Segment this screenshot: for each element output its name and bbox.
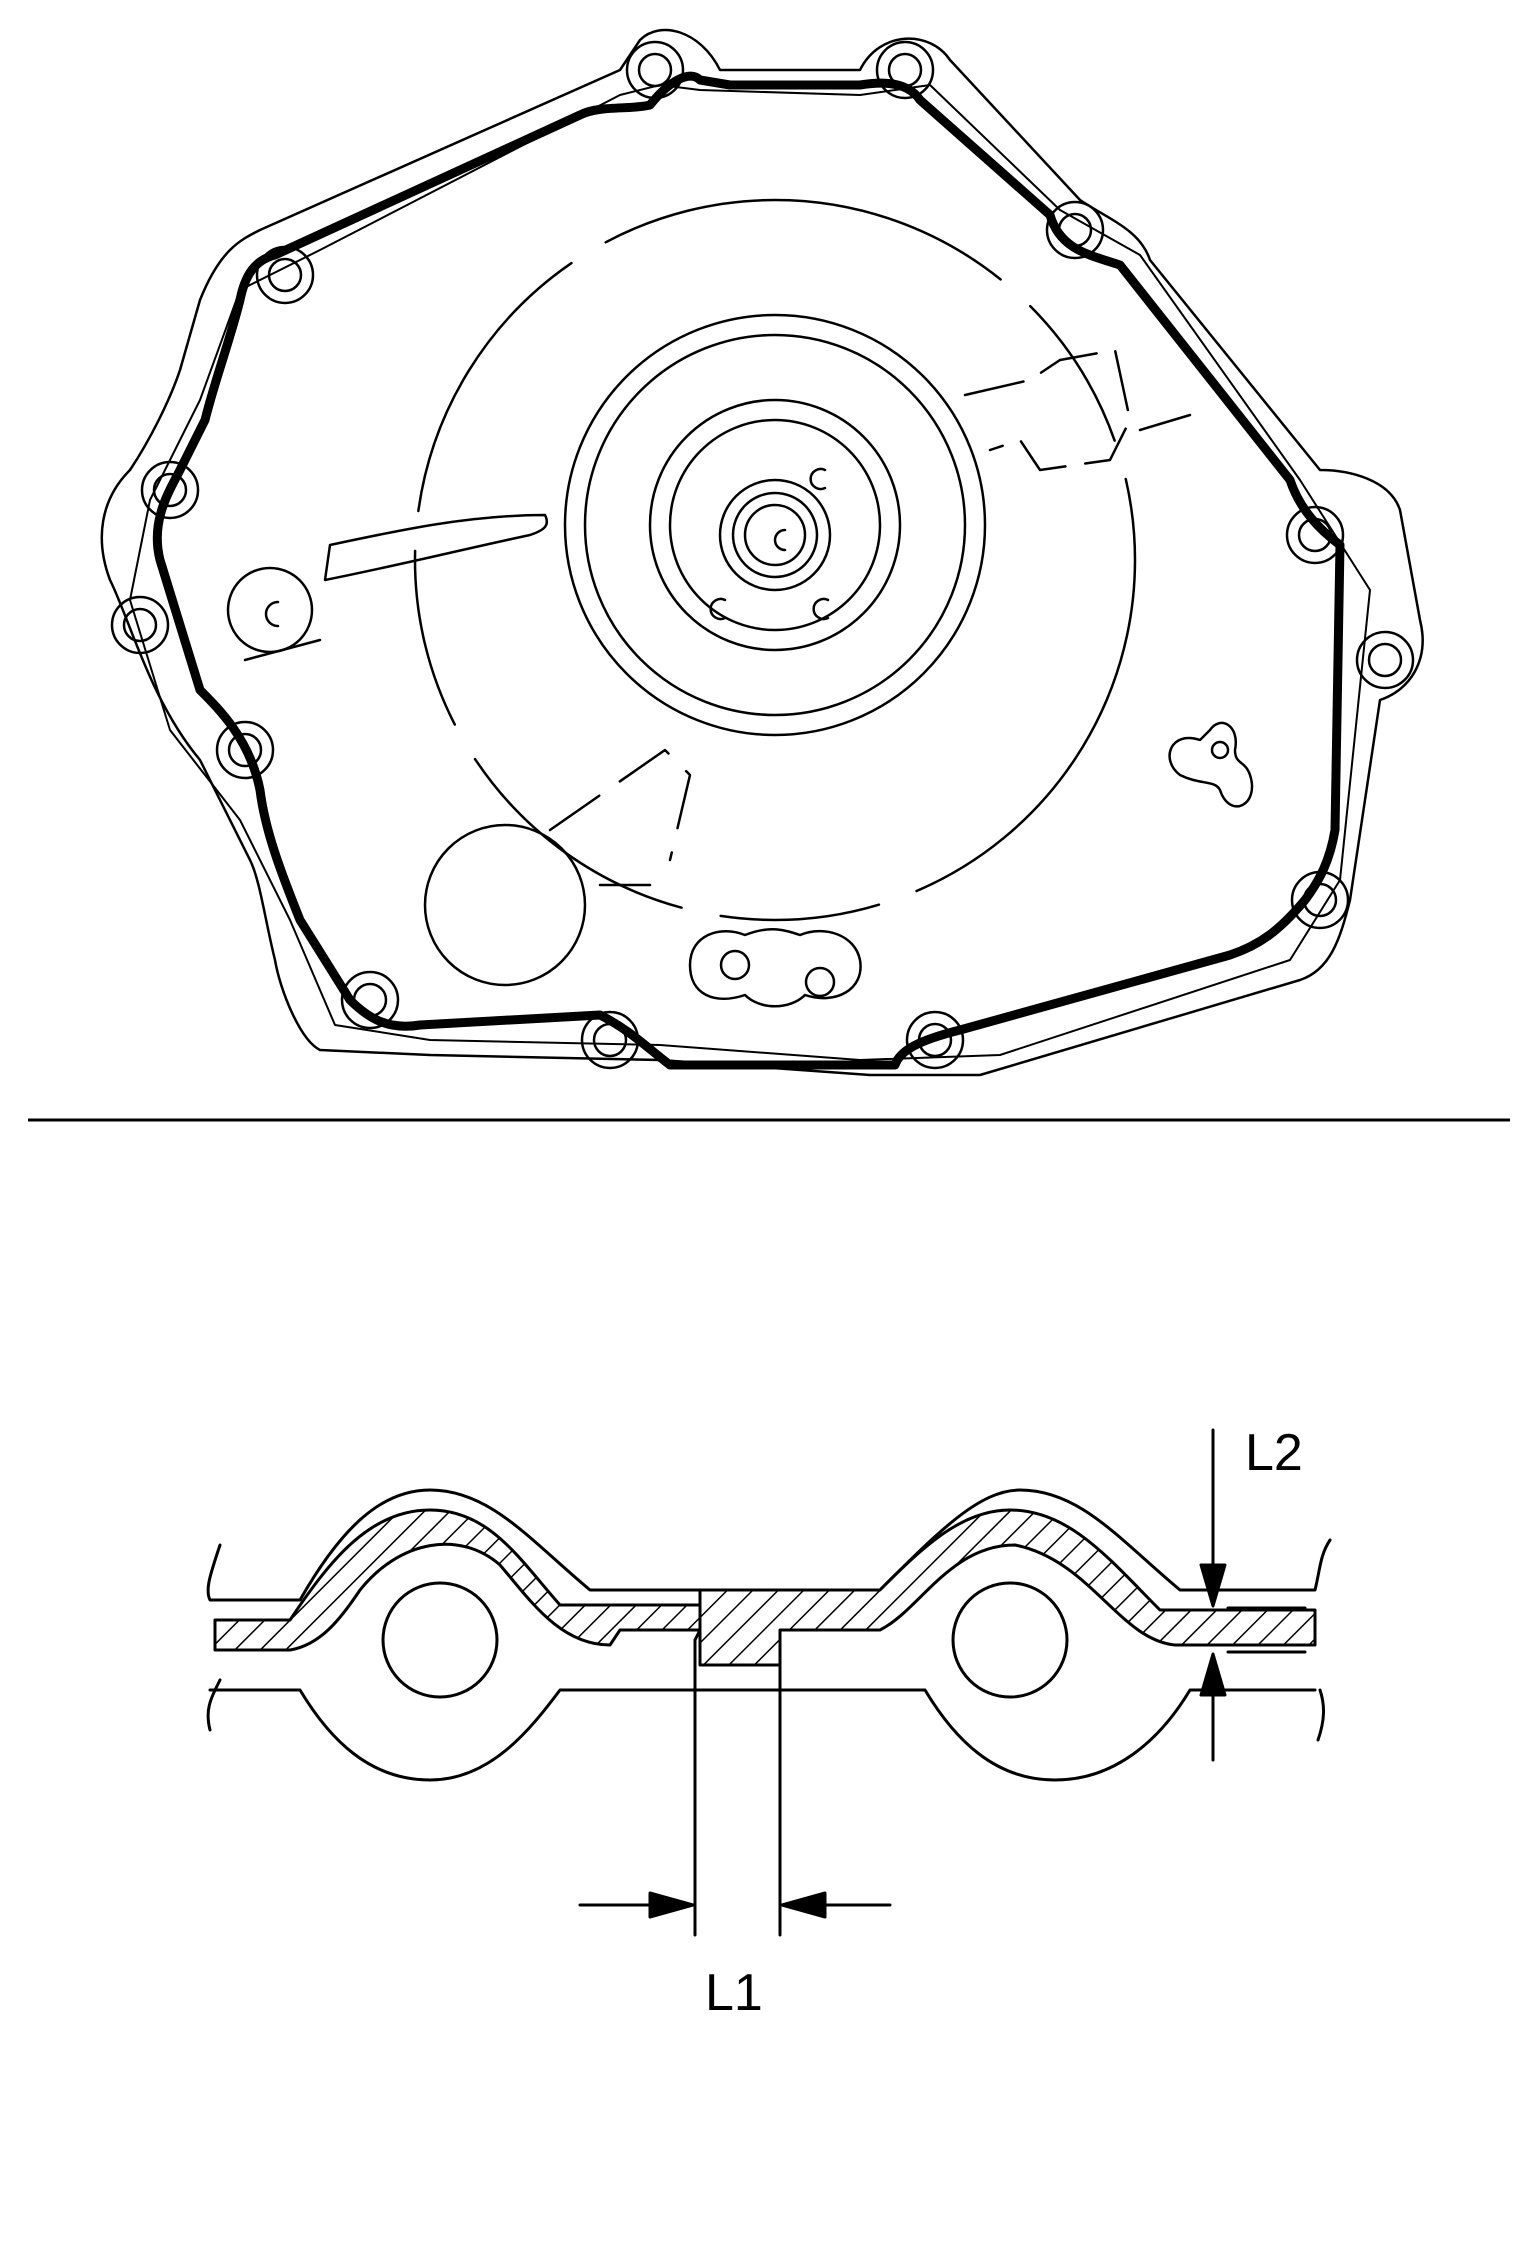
right-bracket-line [1138,413,1192,432]
bolt-holes [110,40,1415,1070]
section-bolt-hole [381,1581,499,1699]
bolt-hole [875,40,935,100]
hub-ring-4 [668,418,882,632]
bolt-hole [152,472,188,508]
tapered-rib [323,513,549,582]
bolt-hole [637,52,673,88]
bolt-hole [1285,505,1345,565]
bolt-hole [1355,630,1415,690]
bead-overlap-edge [693,1588,702,1642]
trefoil-hole [1210,740,1230,760]
bolt-hole [1057,212,1093,248]
l1-arrowhead-left [648,1891,695,1919]
left-boss [226,566,314,654]
section-bolt-hole [951,1581,1069,1699]
double-boss-hole [804,966,836,998]
flange-lower-outline [206,1678,1325,1782]
case-outer-outline [100,28,1424,1077]
case-bore-circle [413,198,1137,922]
hub-ring-2 [583,333,967,717]
bolt-hole [592,1022,628,1058]
lower-left-port [423,823,587,987]
left-boss-arc [264,600,280,628]
bolt-hole [215,720,275,780]
lower-web [548,748,692,887]
l1-arrowhead-right [780,1891,827,1919]
l1-label: L1 [705,1964,763,2022]
case-inner-outline [129,84,1371,1061]
trefoil-cutout [1168,721,1254,808]
hub-ring-outer [563,313,987,737]
bolt-hole [352,982,388,1018]
bolt-hole [887,52,923,88]
bolt-hole [917,1022,953,1058]
transmission-case-view [100,28,1424,1077]
bolt-hole [140,460,200,520]
sealant-section-detail [206,1428,1332,1937]
l2-label: L2 [1245,1424,1303,1482]
bolt-hole [227,732,263,768]
bolt-hole [122,607,158,643]
bolt-hole [580,1010,640,1070]
l2-arrowhead-bottom [1199,1652,1227,1697]
hub-small-arc [809,467,827,491]
bolt-hole [340,970,400,1030]
bolt-hole [267,257,303,293]
bolt-hole [110,595,170,655]
double-boss-hole [719,949,751,981]
right-bracket [963,348,1132,472]
hub-small-arc [773,528,787,552]
hub-ring-7 [743,503,807,567]
bolt-hole [1297,517,1333,553]
bolt-hole [1045,200,1105,260]
bolt-hole [255,245,315,305]
left-boss-line [243,638,322,662]
hub-ring-5 [718,478,832,592]
hub-small-arc [812,597,830,621]
hub-small-arc [709,597,727,621]
bolt-hole [1302,882,1338,918]
sealant-bead-section [213,1508,1317,1667]
bolt-hole [625,40,685,100]
hub-ring-3 [648,398,902,652]
hub-ring-6 [731,491,819,579]
l2-arrowhead-top [1199,1563,1227,1608]
sealant-bead-path [152,71,1345,1070]
bolt-hole [1290,870,1350,930]
bolt-hole [905,1010,965,1070]
double-boss [688,928,862,1008]
bolt-hole [1367,642,1403,678]
